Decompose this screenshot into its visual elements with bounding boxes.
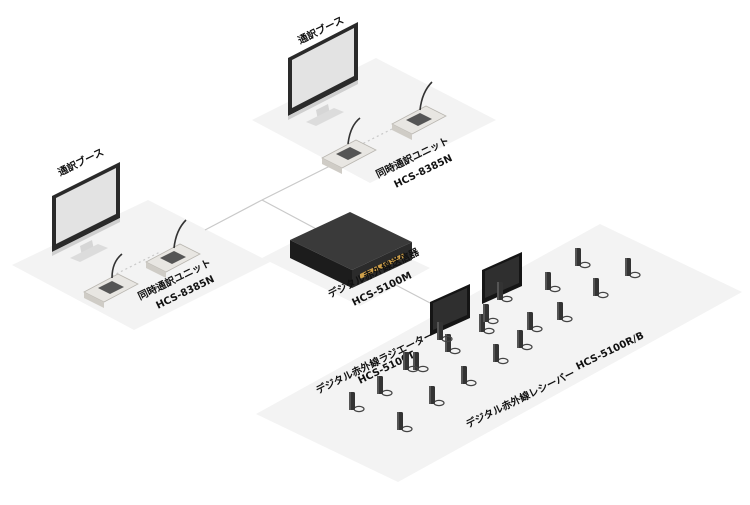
link-trunk [261, 165, 331, 201]
link-to-transmitter [261, 199, 323, 233]
console-icon [321, 139, 377, 174]
radiator-panel-icon [482, 252, 522, 304]
receiver-icon [483, 304, 499, 325]
microphone-icon [173, 219, 187, 249]
monitor-icon [52, 162, 120, 262]
receiver-icon [429, 386, 445, 407]
receiver-icon [377, 376, 393, 397]
receiver-icon [437, 322, 453, 343]
platform-left-booth [12, 200, 270, 330]
receiver-group [349, 248, 641, 433]
receiver-icon [545, 272, 561, 293]
receiver-icon [349, 392, 365, 413]
receiver-icon [557, 302, 573, 323]
receiver-icon [575, 248, 591, 269]
connection-lines [111, 125, 433, 305]
console-icon [145, 243, 201, 278]
receiver-icon [527, 312, 543, 333]
receiver-icon [493, 344, 509, 365]
link-to-radiator [391, 282, 433, 305]
link-between-consoles-right [349, 125, 399, 151]
receiver-icon [625, 258, 641, 279]
receiver-icon [461, 366, 477, 387]
console-icon [83, 273, 139, 308]
microphone-icon [419, 81, 433, 111]
console-icon [391, 105, 447, 140]
receiver-icon [397, 412, 413, 433]
platform-right-booth [252, 58, 496, 183]
receiver-icon [497, 282, 513, 303]
link-left-booth [204, 199, 263, 231]
microphone-icon [347, 117, 361, 145]
receiver-icon [445, 334, 461, 355]
receiver-icon [593, 278, 609, 299]
monitor-icon [288, 22, 358, 126]
receiver-icon [403, 352, 419, 373]
receiver-icon [517, 330, 533, 351]
microphone-icon [111, 253, 123, 279]
link-between-consoles-left [111, 251, 161, 277]
transmitter-icon [290, 212, 412, 288]
